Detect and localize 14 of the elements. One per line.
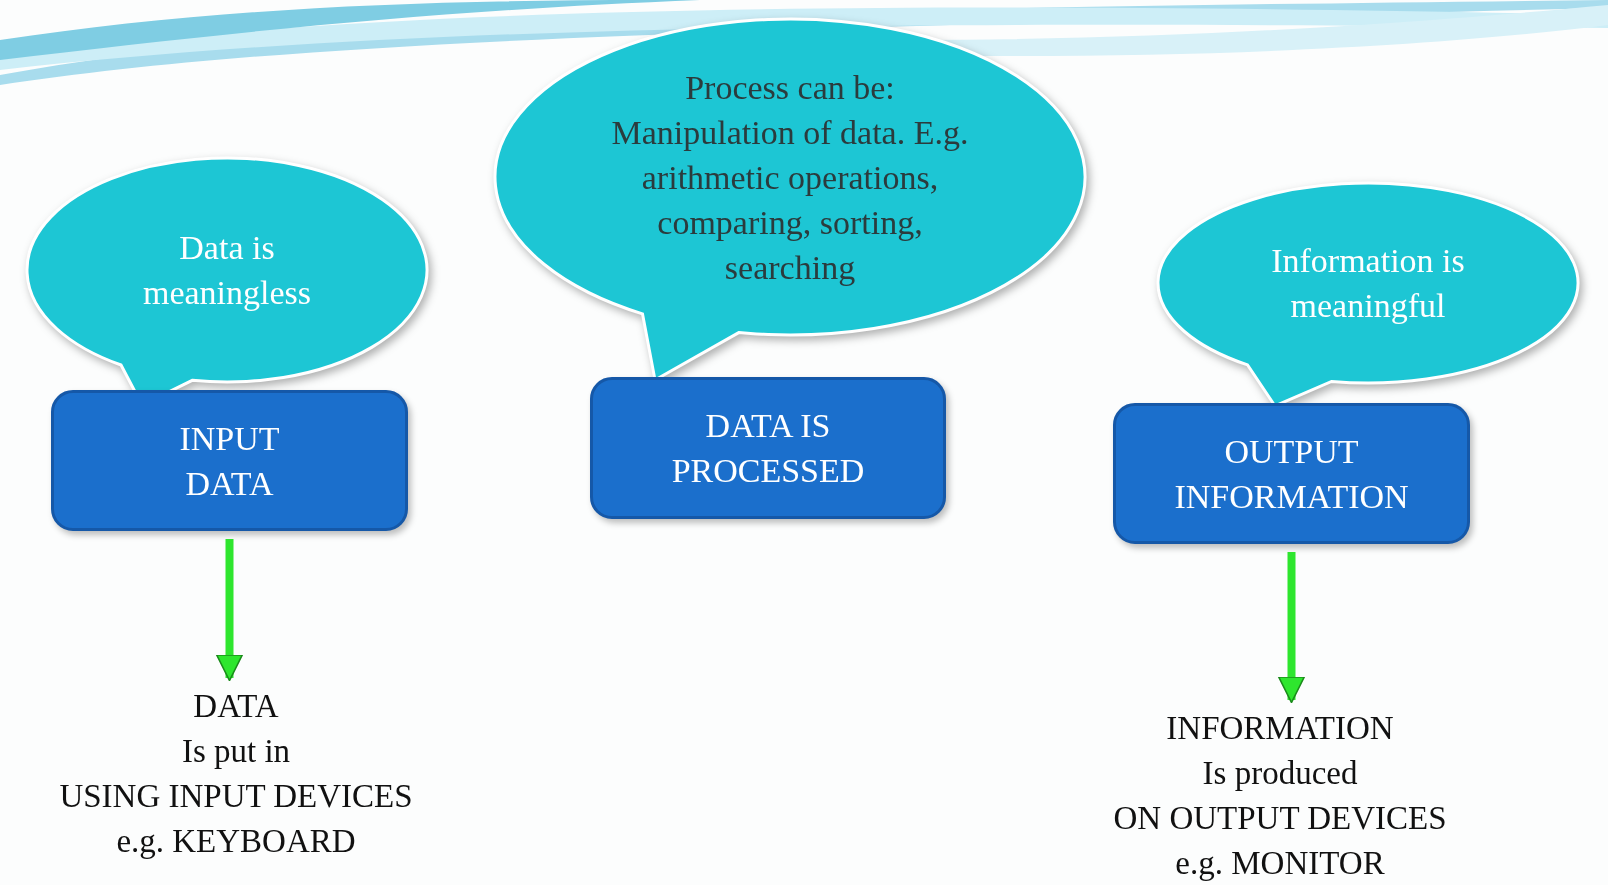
bubble-text: Data is meaningless	[141, 228, 313, 313]
description-text: e.g. MONITOR	[1175, 844, 1385, 883]
process-box: DATA IS PROCESSED	[590, 377, 946, 519]
description-text: USING INPUT DEVICES	[59, 777, 413, 816]
description-text: Is put in	[181, 732, 291, 771]
bubble-text: Process can be: Manipulation of data. E.g. arithmetic operations, comparing, sorting, searching	[610, 67, 970, 288]
description-text: DATA	[193, 687, 279, 726]
process-box: OUTPUT INFORMATION	[1113, 403, 1470, 544]
description-text: INFORMATION	[1166, 709, 1394, 748]
description-text: ON OUTPUT DEVICES	[1113, 799, 1447, 838]
description-text: Is produced	[1202, 754, 1358, 793]
process-box: INPUT DATA	[51, 390, 408, 531]
bubble-text: Information is meaningful	[1270, 241, 1466, 326]
description-text: e.g. KEYBOARD	[116, 822, 356, 861]
